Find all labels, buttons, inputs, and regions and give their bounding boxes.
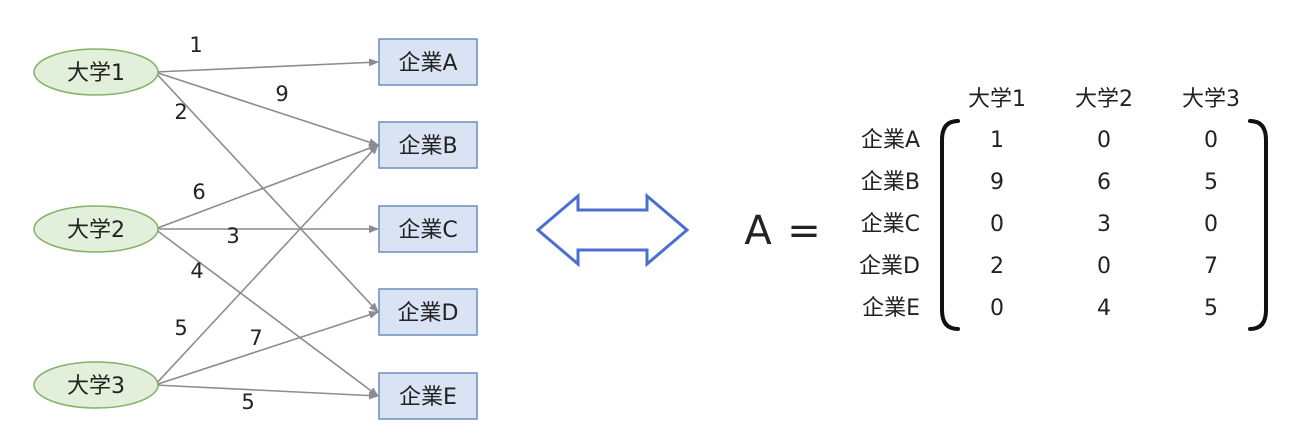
matrix-cell: 0: [1204, 128, 1218, 153]
matrix-column-header: 大学3: [1182, 87, 1240, 112]
matrix-cell: 0: [1097, 128, 1111, 153]
matrix-row-header: 企業C: [861, 212, 920, 237]
company-node-cC: 企業C: [378, 205, 478, 253]
nodes-layer: 大学1 大学2 大学3 企業A 企業B 企業C 企業D 企業E: [33, 38, 478, 420]
university-node-u1: 大学1: [33, 48, 159, 96]
matrix-row-header: 企業E: [862, 296, 920, 321]
company-node-cE: 企業E: [378, 372, 478, 420]
company-node-shape: [378, 38, 478, 86]
university-node-u2: 大学2: [33, 205, 159, 253]
matrix-column-header: 大学1: [968, 87, 1026, 112]
company-node-shape: [378, 288, 478, 336]
edge-weight-label: 6: [192, 180, 205, 204]
matrix-equals-sign: =: [787, 208, 821, 254]
university-node-label: 大学1: [67, 61, 125, 86]
matrix-cell: 5: [1204, 296, 1218, 321]
university-node-shape: [33, 361, 159, 409]
edge-u1-cD: [154, 71, 379, 313]
university-node-u3: 大学3: [33, 361, 159, 409]
university-node-label: 大学3: [67, 374, 125, 399]
matrix-cell: 2: [990, 254, 1004, 279]
weights-layer: 1 9 2 634 5 7 5: [174, 33, 288, 414]
matrix-cells: 大学1 大学2 大学3 企業A 企業B 企業C 企業D 企業E 1 0 0 9 6 5 0 3 0 2 0 7 0 4 5: [859, 87, 1240, 321]
edge-weight-label: 1: [189, 33, 202, 57]
company-node-shape: [378, 121, 478, 169]
edge-u3-cE: [154, 384, 379, 400]
matrix-cell: 9: [990, 170, 1004, 195]
company-node-label: 企業A: [398, 51, 457, 76]
matrix-variable: A: [744, 208, 772, 254]
edge-weight-label: 9: [275, 82, 288, 106]
edge-weight-label: 5: [174, 316, 187, 340]
matrix-cell: 1: [990, 128, 1004, 153]
matrix-cell: 7: [1204, 254, 1218, 279]
matrix-cell: 0: [1097, 254, 1111, 279]
edge-weight-label: 2: [174, 100, 187, 124]
edge-u1-cB: [154, 71, 379, 147]
edge-weight-label: 4: [190, 259, 203, 283]
company-node-cD: 企業D: [378, 288, 478, 336]
matrix-cell: 4: [1097, 296, 1111, 321]
company-node-label: 企業C: [398, 218, 457, 243]
company-node-label: 企業E: [399, 385, 457, 410]
double-arrow-icon: [535, 192, 690, 268]
matrix-cell: 3: [1097, 212, 1111, 237]
company-node-label: 企業D: [398, 301, 459, 326]
matrix-cell: 0: [990, 212, 1004, 237]
edge-u3-cB: [154, 144, 379, 386]
matrix-cell: 6: [1097, 170, 1111, 195]
edge-weight-label: 3: [226, 224, 239, 248]
edge-u2-cE: [154, 228, 379, 397]
matrix-row-header: 企業D: [859, 254, 920, 279]
matrix-left-bracket: [940, 119, 960, 331]
company-node-label: 企業B: [398, 134, 457, 159]
university-node-shape: [33, 205, 159, 253]
company-node-cB: 企業B: [378, 121, 478, 169]
edge-u2-cB: [154, 144, 379, 230]
matrix-row-header: 企業B: [861, 170, 920, 195]
university-node-label: 大学2: [67, 218, 125, 243]
edge-u3-cD: [154, 310, 379, 386]
matrix-cell: 0: [1204, 212, 1218, 237]
university-node-shape: [33, 48, 159, 96]
matrix-cell: 0: [990, 296, 1004, 321]
matrix-row-header: 企業A: [861, 128, 920, 153]
adjacency-matrix: A = 大学1 大学2 大学3 企業A 企業B 企業C 企業D 企業E 1 0 0 9 6 5 0 3 0 2 0 7…: [744, 87, 1268, 331]
edges-layer: [154, 58, 379, 400]
edge-u1-cA: [154, 58, 379, 73]
company-node-cA: 企業A: [378, 38, 478, 86]
matrix-column-header: 大学2: [1075, 87, 1133, 112]
company-node-shape: [378, 205, 478, 253]
matrix-right-bracket: [1248, 119, 1268, 331]
edge-weight-label: 7: [249, 326, 262, 350]
edge-weight-label: 5: [241, 390, 254, 414]
matrix-cell: 5: [1204, 170, 1218, 195]
company-node-shape: [378, 372, 478, 420]
